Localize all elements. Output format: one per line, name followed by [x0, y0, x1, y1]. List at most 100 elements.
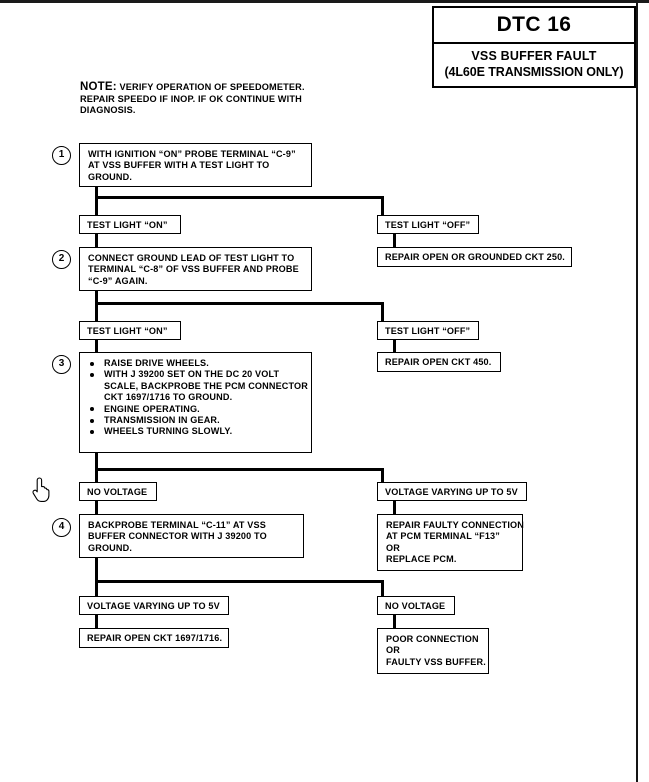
step-number-4: 4	[52, 518, 71, 537]
bullet-dot-icon	[90, 430, 95, 435]
note-text-1: VERIFY OPERATION OF SPEEDOMETER.	[119, 82, 305, 92]
branch-1-right-result-box: REPAIR OPEN OR GROUNDED CKT 250.	[377, 247, 572, 267]
branch-4-right-result-line-2: OR	[386, 645, 400, 656]
step-2-box: CONNECT GROUND LEAD OF TEST LIGHT TO TER…	[79, 247, 312, 291]
connector-branch1-right-down	[381, 196, 384, 216]
step-4-box: BACKPROBE TERMINAL “C-11” AT VSS BUFFER …	[79, 514, 304, 558]
branch-3-right-result-line-4: REPLACE PCM.	[386, 554, 457, 565]
note-block: NOTE: VERIFY OPERATION OF SPEEDOMETER. R…	[80, 81, 350, 117]
step-1-line-2: AT VSS BUFFER WITH A TEST LIGHT TO	[88, 160, 270, 171]
step-3-bullet-5: WHEELS TURNING SLOWLY.	[88, 426, 304, 437]
step-3-bullet-2-cont-1: SCALE, BACKPROBE THE PCM CONNECTOR	[104, 380, 308, 391]
step-1-line-3: GROUND.	[88, 171, 132, 182]
connector-branch2-right-down	[381, 302, 384, 322]
connector-branch2-right-to-result	[393, 340, 396, 354]
connector-branch4-left-to-result	[95, 615, 98, 629]
step-2-line-2: TERMINAL “C-8” OF VSS BUFFER AND PROBE	[88, 264, 299, 275]
connector-branch3-right-down	[381, 468, 384, 483]
pointing-hand-cursor-icon	[30, 477, 52, 503]
connector-branch1-right-to-result	[393, 234, 396, 248]
branch-2-right-result-text: REPAIR OPEN CKT 450.	[385, 357, 492, 367]
step-4-line-1: BACKPROBE TERMINAL “C-11” AT VSS	[88, 520, 266, 530]
step-2-line-1: CONNECT GROUND LEAD OF TEST LIGHT TO	[88, 253, 295, 263]
branch-3-right-label: VOLTAGE VARYING UP TO 5V	[377, 482, 527, 501]
branch-3-left-text: NO VOLTAGE	[87, 487, 148, 497]
branch-3-right-result-box: REPAIR FAULTY CONNECTION AT PCM TERMINAL…	[377, 514, 524, 571]
step-3-bullet-list: RAISE DRIVE WHEELS. WITH J 39200 SET ON …	[88, 358, 308, 438]
connector-branch4-horizontal	[95, 580, 384, 583]
step-number-3: 3	[52, 355, 71, 374]
branch-2-left-label: TEST LIGHT “ON”	[79, 321, 181, 340]
branch-1-right-label: TEST LIGHT “OFF”	[377, 215, 479, 234]
branch-4-right-label: NO VOLTAGE	[377, 596, 455, 615]
connector-branch4-left-down	[95, 580, 98, 597]
branch-2-right-result-box: REPAIR OPEN CKT 450.	[377, 352, 501, 372]
connector-branch3-left-to-step4	[95, 501, 98, 516]
page-border-right	[636, 3, 638, 782]
branch-2-left-text: TEST LIGHT “ON”	[87, 326, 168, 336]
bullet-dot-icon	[90, 407, 95, 412]
branch-4-right-text: NO VOLTAGE	[385, 601, 446, 611]
note-line-2: REPAIR SPEEDO IF INOP. IF OK CONTINUE WI…	[80, 93, 302, 104]
branch-3-left-label: NO VOLTAGE	[79, 482, 157, 501]
branch-3-right-text: VOLTAGE VARYING UP TO 5V	[385, 487, 518, 497]
dtc-code: DTC 16	[496, 13, 572, 36]
step-3-bullet-2: WITH J 39200 SET ON THE DC 20 VOLT	[88, 369, 304, 380]
dtc-applicability: (4L60E TRANSMISSION ONLY)	[444, 64, 624, 79]
step-3-bullet-2-cont-2: CKT 1697/1716 TO GROUND.	[104, 392, 233, 403]
branch-2-right-label: TEST LIGHT “OFF”	[377, 321, 479, 340]
dtc-fault-name: VSS BUFFER FAULT	[471, 49, 597, 63]
branch-1-right-result-text: REPAIR OPEN OR GROUNDED CKT 250.	[385, 252, 565, 262]
step-3-bullet-3-text: ENGINE OPERATING.	[104, 403, 200, 414]
step-number-4-text: 4	[58, 521, 65, 532]
branch-1-left-label: TEST LIGHT “ON”	[79, 215, 181, 234]
note-line-3: DIAGNOSIS.	[80, 105, 136, 116]
branch-1-left-text: TEST LIGHT “ON”	[87, 220, 168, 230]
step-4-line-2: BUFFER CONNECTOR WITH J 39200 TO	[88, 531, 267, 542]
branch-3-right-result-line-2: AT PCM TERMINAL “F13”	[386, 531, 500, 542]
dtc-subtitle: VSS BUFFER FAULT (4L60E TRANSMISSION ONL…	[434, 42, 634, 86]
branch-3-right-result-line-3: OR	[386, 542, 400, 553]
step-number-1: 1	[52, 146, 71, 165]
step-3-box: RAISE DRIVE WHEELS. WITH J 39200 SET ON …	[79, 352, 312, 453]
branch-4-left-label: VOLTAGE VARYING UP TO 5V	[79, 596, 229, 615]
bullet-dot-icon	[90, 418, 95, 423]
step-1-line-1: WITH IGNITION “ON” PROBE TERMINAL “C-9”	[88, 149, 296, 159]
step-3-bullet-1: RAISE DRIVE WHEELS.	[88, 358, 304, 369]
branch-4-right-result-box: POOR CONNECTION OR FAULTY VSS BUFFER.	[377, 628, 489, 674]
connector-step2-down	[95, 291, 98, 305]
connector-branch3-left-down	[95, 468, 98, 483]
step-3-bullet-4: TRANSMISSION IN GEAR.	[88, 415, 304, 426]
connector-branch4-right-down	[381, 580, 384, 597]
step-4-line-3: GROUND.	[88, 542, 132, 553]
connector-branch2-left-down	[95, 302, 98, 322]
connector-branch2-horizontal	[95, 302, 384, 305]
step-2-line-3: “C-9” AGAIN.	[88, 275, 148, 286]
step-3-bullet-5-text: WHEELS TURNING SLOWLY.	[104, 426, 233, 437]
step-3-bullet-4-text: TRANSMISSION IN GEAR.	[104, 415, 220, 426]
branch-4-left-text: VOLTAGE VARYING UP TO 5V	[87, 601, 220, 611]
step-number-3-text: 3	[58, 358, 65, 369]
bullet-dot-icon	[90, 361, 95, 366]
connector-branch1-left-down	[95, 196, 98, 216]
step-1-box: WITH IGNITION “ON” PROBE TERMINAL “C-9” …	[79, 143, 312, 187]
step-number-2-text: 2	[58, 253, 65, 264]
connector-branch4-right-to-result	[393, 615, 396, 629]
branch-1-right-text: TEST LIGHT “OFF”	[385, 220, 471, 230]
connector-branch3-right-to-result	[393, 501, 396, 516]
connector-step3-down	[95, 453, 98, 471]
connector-step1-down	[95, 187, 98, 199]
branch-2-right-text: TEST LIGHT “OFF”	[385, 326, 471, 336]
step-3-bullet-3: ENGINE OPERATING.	[88, 404, 304, 415]
step-number-2: 2	[52, 250, 71, 269]
connector-branch1-left-to-step2	[95, 234, 98, 248]
branch-4-left-result-box: REPAIR OPEN CKT 1697/1716.	[79, 628, 229, 648]
connector-branch3-horizontal	[95, 468, 384, 471]
step-3-bullet-2-text: WITH J 39200 SET ON THE DC 20 VOLT	[104, 369, 280, 380]
step-3-bullet-1-text: RAISE DRIVE WHEELS.	[104, 358, 209, 368]
branch-4-right-result-line-3: FAULTY VSS BUFFER.	[386, 656, 486, 667]
note-label: NOTE:	[80, 81, 117, 93]
branch-3-right-result-line-1: REPAIR FAULTY CONNECTION	[386, 520, 524, 530]
scan-top-edge-artifact	[0, 0, 649, 3]
